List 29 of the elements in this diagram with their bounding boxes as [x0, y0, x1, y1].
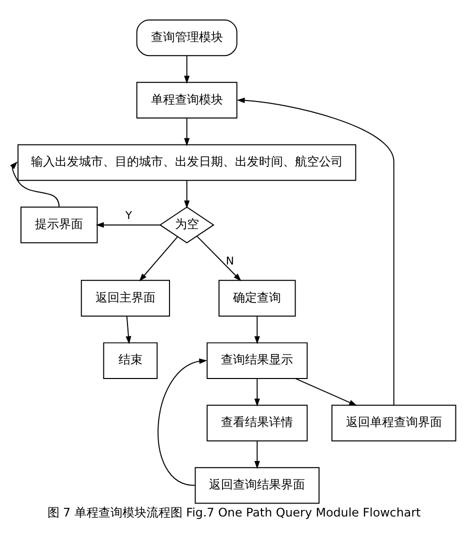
arrow [139, 236, 178, 282]
node-box: 返回主界面 [80, 280, 170, 317]
arrow [254, 440, 260, 469]
node-box: 结束 [103, 342, 158, 379]
arrow [158, 358, 208, 486]
node-box: 返回查询结果界面 [194, 467, 320, 504]
arrow [196, 236, 242, 282]
edge-label: N [226, 254, 234, 268]
node-box: 输入出发城市、目的城市、出发日期、出发时间、航空公司 [18, 144, 356, 181]
arrow [10, 161, 60, 208]
node-box: 查询结果显示 [206, 342, 308, 379]
node-box: 查看结果详情 [206, 404, 308, 442]
arrow [184, 118, 190, 146]
node-box: 单程查询模块 [136, 82, 238, 118]
node-box: 返回单程查询界面 [331, 404, 456, 442]
arrow [126, 316, 132, 344]
arrow [184, 180, 190, 208]
edge-label: Y [125, 208, 132, 222]
caption: 图 7 单程查询模块流程图 Fig.7 One Path Query Module Flowchart [47, 506, 421, 520]
node-box: 查询管理模块 [136, 19, 238, 56]
arrow [236, 98, 394, 406]
node-box: 确定查询 [218, 280, 296, 317]
arrow [96, 222, 160, 228]
arrow [254, 316, 260, 344]
node-box: 提示界面 [20, 206, 98, 244]
arrow [254, 378, 260, 407]
node-diamond: 为空 [159, 206, 214, 244]
arrow [184, 55, 190, 84]
arrow [295, 378, 358, 406]
